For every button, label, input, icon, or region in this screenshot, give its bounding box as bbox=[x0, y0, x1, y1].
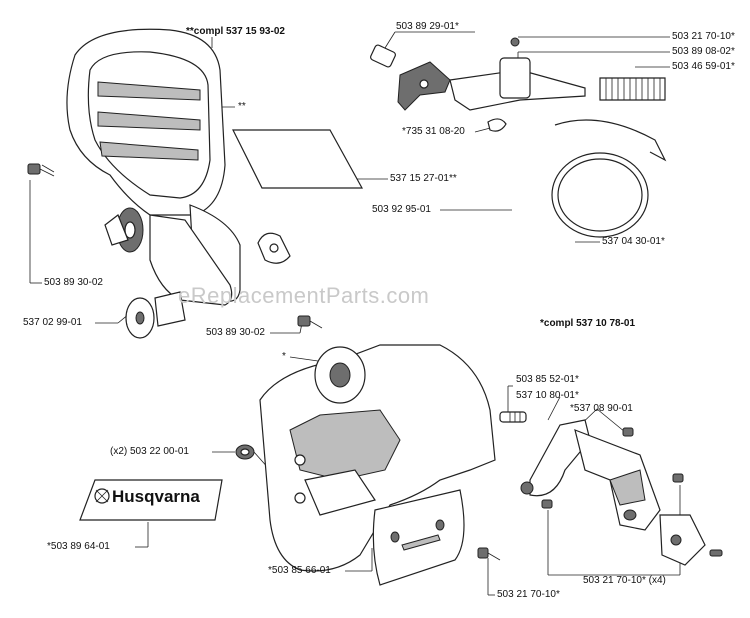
label-double-star: ** bbox=[238, 101, 246, 112]
bar-stud-503-85-52-01 bbox=[499, 411, 527, 423]
label-537-15-27-01: 537 15 27-01** bbox=[390, 173, 457, 184]
label-503-21-70-10-bottom: 503 21 70-10* bbox=[497, 589, 560, 600]
tensioner-537-08-90-01 bbox=[574, 429, 661, 531]
spring-clip-part bbox=[257, 232, 291, 264]
gasket-sheet-part bbox=[232, 129, 364, 189]
label-503-85-66-01: *503 85 66-01 bbox=[268, 565, 331, 576]
husqvarna-brand-text: Husqvarna bbox=[112, 487, 200, 506]
label-537-08-90-01: *537 08 90-01 bbox=[570, 403, 633, 414]
label-compl-537-10-78-01: *compl 537 10 78-01 bbox=[540, 318, 636, 329]
label-503-89-29-01: 503 89 29-01* bbox=[396, 21, 459, 32]
label-star: * bbox=[282, 351, 286, 362]
guide-plate-503-85-66-01 bbox=[372, 489, 465, 586]
label-503-46-59-01: 503 46 59-01* bbox=[672, 61, 735, 72]
label-503-85-52-01: 503 85 52-01* bbox=[516, 374, 579, 385]
screw-503-89-30-02-mid bbox=[297, 315, 323, 329]
label-503-89-08-02: 503 89 08-02* bbox=[672, 46, 735, 57]
tensioner-block bbox=[659, 514, 723, 566]
chain-brake-handle-part bbox=[66, 28, 241, 306]
nut-503-22-00-01 bbox=[235, 444, 255, 460]
label-503-21-70-10-x4: 503 21 70-10* (x4) bbox=[583, 575, 666, 586]
label-503-89-64-01: *503 89 64-01 bbox=[47, 541, 110, 552]
decal-503-89-64-01 bbox=[79, 479, 223, 521]
chain-catcher-537-10-80-01 bbox=[520, 419, 591, 497]
brake-band-537-04-30-01 bbox=[551, 119, 667, 238]
watermark-text: eReplacementParts.com bbox=[178, 283, 430, 308]
label-compl-537-15-93-02: **compl 537 15 93-02 bbox=[186, 26, 285, 37]
label-537-02-99-01: 537 02 99-01 bbox=[23, 317, 82, 328]
label-503-89-30-02-mid: 503 89 30-02 bbox=[206, 327, 265, 338]
screw-503-89-30-02-left bbox=[27, 163, 55, 177]
clutch-cover-part bbox=[259, 344, 496, 572]
spring-503-46-59-01 bbox=[599, 77, 666, 101]
screw-503-21-70-10-bottom bbox=[477, 547, 501, 561]
brake-lever-assembly-part bbox=[370, 37, 586, 132]
label-503-92-95-01: 503 92 95-01 bbox=[372, 204, 431, 215]
label-735-31-08-20: *735 31 08-20 bbox=[402, 126, 465, 137]
label-503-22-00-01: (x2) 503 22 00-01 bbox=[110, 446, 189, 457]
leader-lines bbox=[29, 31, 681, 596]
washer-537-02-99-01 bbox=[125, 291, 186, 339]
label-537-10-80-01: 537 10 80-01* bbox=[516, 390, 579, 401]
label-503-89-30-02-left: 503 89 30-02 bbox=[44, 277, 103, 288]
label-503-21-70-10-top: 503 21 70-10* bbox=[672, 31, 735, 42]
screws-x4 bbox=[541, 427, 684, 509]
label-537-04-30-01: 537 04 30-01* bbox=[602, 236, 665, 247]
